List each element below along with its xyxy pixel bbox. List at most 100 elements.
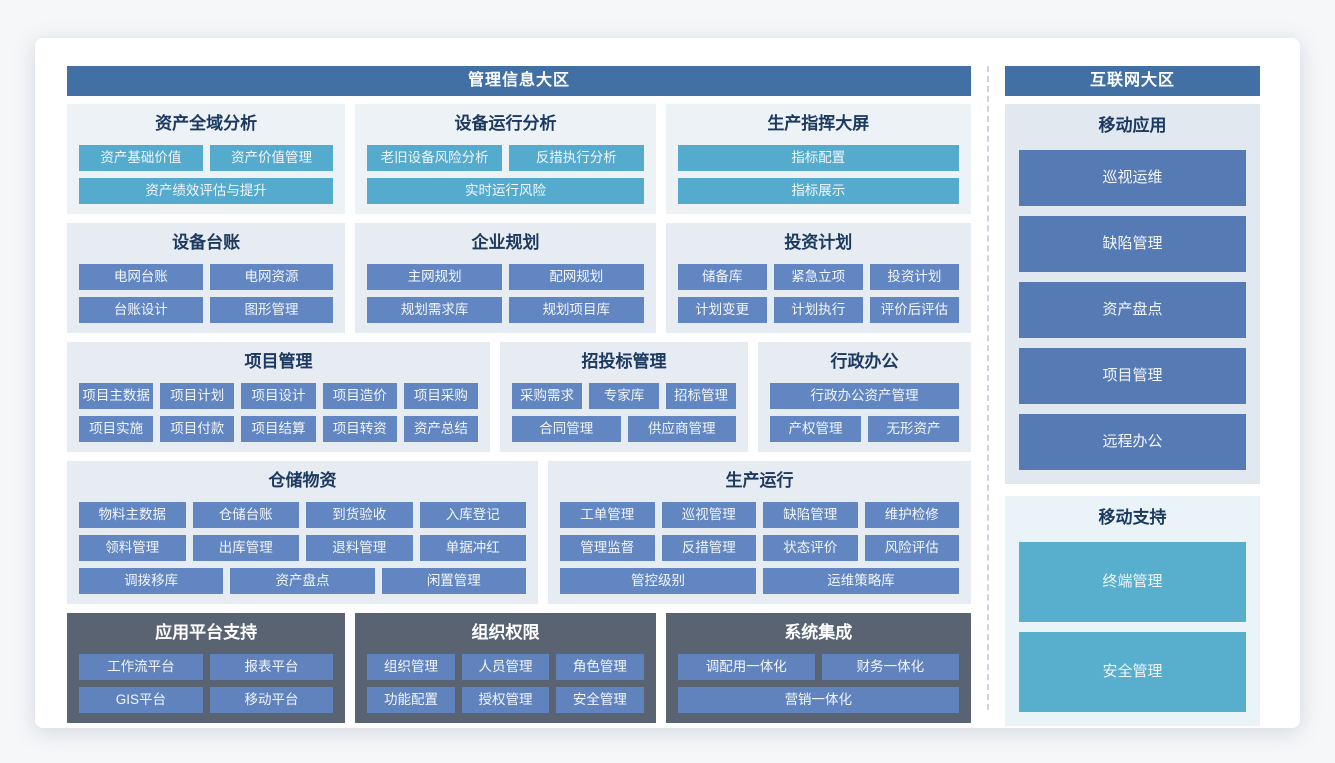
mobile-group: 移动应用巡视运维缺陷管理资产盘点项目管理远程办公	[1005, 104, 1260, 484]
module-button[interactable]: 退料管理	[306, 535, 413, 561]
module-button[interactable]: 调拨移库	[79, 568, 224, 594]
module-button[interactable]: 配网规划	[508, 264, 644, 290]
module-button[interactable]: 投资计划	[869, 264, 959, 290]
group-title: 移动支持	[1098, 508, 1167, 527]
module-button[interactable]: 风险评估	[864, 535, 959, 561]
mobile-module-button[interactable]: 缺陷管理	[1019, 216, 1246, 272]
module-button[interactable]: 紧急立项	[773, 264, 863, 290]
mobile-module-button[interactable]: 安全管理	[1019, 632, 1246, 712]
module-button[interactable]: GIS平台	[79, 687, 203, 713]
module-group: 仓储物资物料主数据仓储台账到货验收入库登记领料管理出库管理退料管理单据冲红调拨移…	[67, 461, 538, 604]
module-button[interactable]: 规划项目库	[508, 297, 644, 323]
module-button[interactable]: 巡视管理	[661, 502, 756, 528]
module-button[interactable]: 调配用一体化	[677, 654, 815, 680]
module-button[interactable]: 仓储台账	[192, 502, 299, 528]
module-button[interactable]: 组织管理	[367, 654, 455, 680]
module-button[interactable]: 项目设计	[241, 383, 316, 409]
button-row: 行政办公资产管理	[770, 383, 959, 409]
button-row: 项目实施项目付款项目结算项目转资资产总结	[79, 416, 479, 442]
module-button[interactable]: 主网规划	[367, 264, 502, 290]
module-button[interactable]: 运维策略库	[763, 568, 959, 594]
module-button[interactable]: 实时运行风险	[367, 178, 644, 204]
module-button[interactable]: 项目转资	[322, 416, 397, 442]
module-button[interactable]: 到货验收	[306, 502, 413, 528]
module-button[interactable]: 报表平台	[209, 654, 334, 680]
group-title: 企业规划	[471, 233, 540, 252]
module-button[interactable]: 维护检修	[864, 502, 959, 528]
module-button[interactable]: 财务一体化	[821, 654, 959, 680]
module-button[interactable]: 资产盘点	[230, 568, 375, 594]
button-row: 规划需求库规划项目库	[367, 297, 644, 323]
module-button[interactable]: 角色管理	[556, 654, 644, 680]
module-group: 企业规划主网规划配网规划规划需求库规划项目库	[355, 223, 656, 333]
group-title: 设备台账	[172, 233, 241, 252]
module-button[interactable]: 计划变更	[677, 297, 767, 323]
module-button[interactable]: 反措执行分析	[508, 145, 644, 171]
module-button[interactable]: 老旧设备风险分析	[367, 145, 502, 171]
module-button[interactable]: 指标配置	[677, 145, 959, 171]
module-button[interactable]: 工单管理	[560, 502, 655, 528]
module-button[interactable]: 合同管理	[512, 416, 621, 442]
module-button[interactable]: 计划执行	[773, 297, 863, 323]
module-button[interactable]: 评价后评估	[869, 297, 959, 323]
module-button[interactable]: 项目造价	[322, 383, 397, 409]
module-button[interactable]: 入库登记	[419, 502, 526, 528]
module-button[interactable]: 反措管理	[661, 535, 756, 561]
group-title: 移动应用	[1098, 116, 1167, 135]
module-button[interactable]: 台账设计	[79, 297, 203, 323]
module-button[interactable]: 功能配置	[367, 687, 455, 713]
module-button[interactable]: 项目实施	[79, 416, 154, 442]
module-button[interactable]: 电网台账	[79, 264, 203, 290]
button-row: 实时运行风险	[367, 178, 644, 204]
module-button[interactable]: 资产价值管理	[209, 145, 334, 171]
module-button[interactable]: 项目付款	[160, 416, 235, 442]
mobile-module-button[interactable]: 项目管理	[1019, 348, 1246, 404]
button-row: 资产绩效评估与提升	[79, 178, 334, 204]
mobile-module-button[interactable]: 终端管理	[1019, 542, 1246, 622]
module-group: 资产全域分析资产基础价值资产价值管理资产绩效评估与提升	[67, 104, 346, 214]
module-button[interactable]: 资产绩效评估与提升	[79, 178, 334, 204]
module-button[interactable]: 资产总结	[403, 416, 479, 442]
module-button[interactable]: 工作流平台	[79, 654, 203, 680]
module-button[interactable]: 规划需求库	[367, 297, 502, 323]
module-button[interactable]: 行政办公资产管理	[770, 383, 959, 409]
module-group: 设备运行分析老旧设备风险分析反措执行分析实时运行风险	[355, 104, 656, 214]
module-button[interactable]: 安全管理	[556, 687, 644, 713]
module-button[interactable]: 单据冲红	[419, 535, 526, 561]
module-button[interactable]: 图形管理	[209, 297, 334, 323]
module-button[interactable]: 状态评价	[763, 535, 858, 561]
module-button[interactable]: 授权管理	[461, 687, 550, 713]
group-title: 资产全域分析	[155, 114, 258, 133]
mobile-module-button[interactable]: 巡视运维	[1019, 150, 1246, 206]
module-button[interactable]: 人员管理	[461, 654, 550, 680]
module-button[interactable]: 无形资产	[868, 416, 959, 442]
module-button[interactable]: 供应商管理	[627, 416, 736, 442]
page-card: 管理信息大区 资产全域分析资产基础价值资产价值管理资产绩效评估与提升设备运行分析…	[35, 38, 1300, 728]
module-button[interactable]: 缺陷管理	[763, 502, 858, 528]
module-button[interactable]: 储备库	[677, 264, 767, 290]
module-button[interactable]: 营销一体化	[677, 687, 959, 713]
module-button[interactable]: 管控级别	[560, 568, 756, 594]
module-button[interactable]: 闲置管理	[381, 568, 526, 594]
module-group: 生产指挥大屏指标配置指标展示	[665, 104, 971, 214]
module-button[interactable]: 电网资源	[209, 264, 334, 290]
module-button[interactable]: 领料管理	[79, 535, 186, 561]
module-button[interactable]: 移动平台	[209, 687, 334, 713]
module-button[interactable]: 资产基础价值	[79, 145, 203, 171]
module-button[interactable]: 项目采购	[403, 383, 479, 409]
module-button[interactable]: 管理监督	[560, 535, 655, 561]
module-button[interactable]: 采购需求	[512, 383, 582, 409]
module-button[interactable]: 招标管理	[666, 383, 736, 409]
button-row: 组织管理人员管理角色管理	[367, 654, 644, 680]
mobile-module-button[interactable]: 资产盘点	[1019, 282, 1246, 338]
group-title: 行政办公	[830, 352, 899, 371]
module-button[interactable]: 出库管理	[192, 535, 299, 561]
module-button[interactable]: 产权管理	[770, 416, 861, 442]
mobile-module-button[interactable]: 远程办公	[1019, 414, 1246, 470]
module-button[interactable]: 项目计划	[160, 383, 235, 409]
module-button[interactable]: 物料主数据	[79, 502, 186, 528]
module-button[interactable]: 项目结算	[241, 416, 316, 442]
module-button[interactable]: 专家库	[589, 383, 659, 409]
module-button[interactable]: 指标展示	[677, 178, 959, 204]
module-button[interactable]: 项目主数据	[79, 383, 154, 409]
